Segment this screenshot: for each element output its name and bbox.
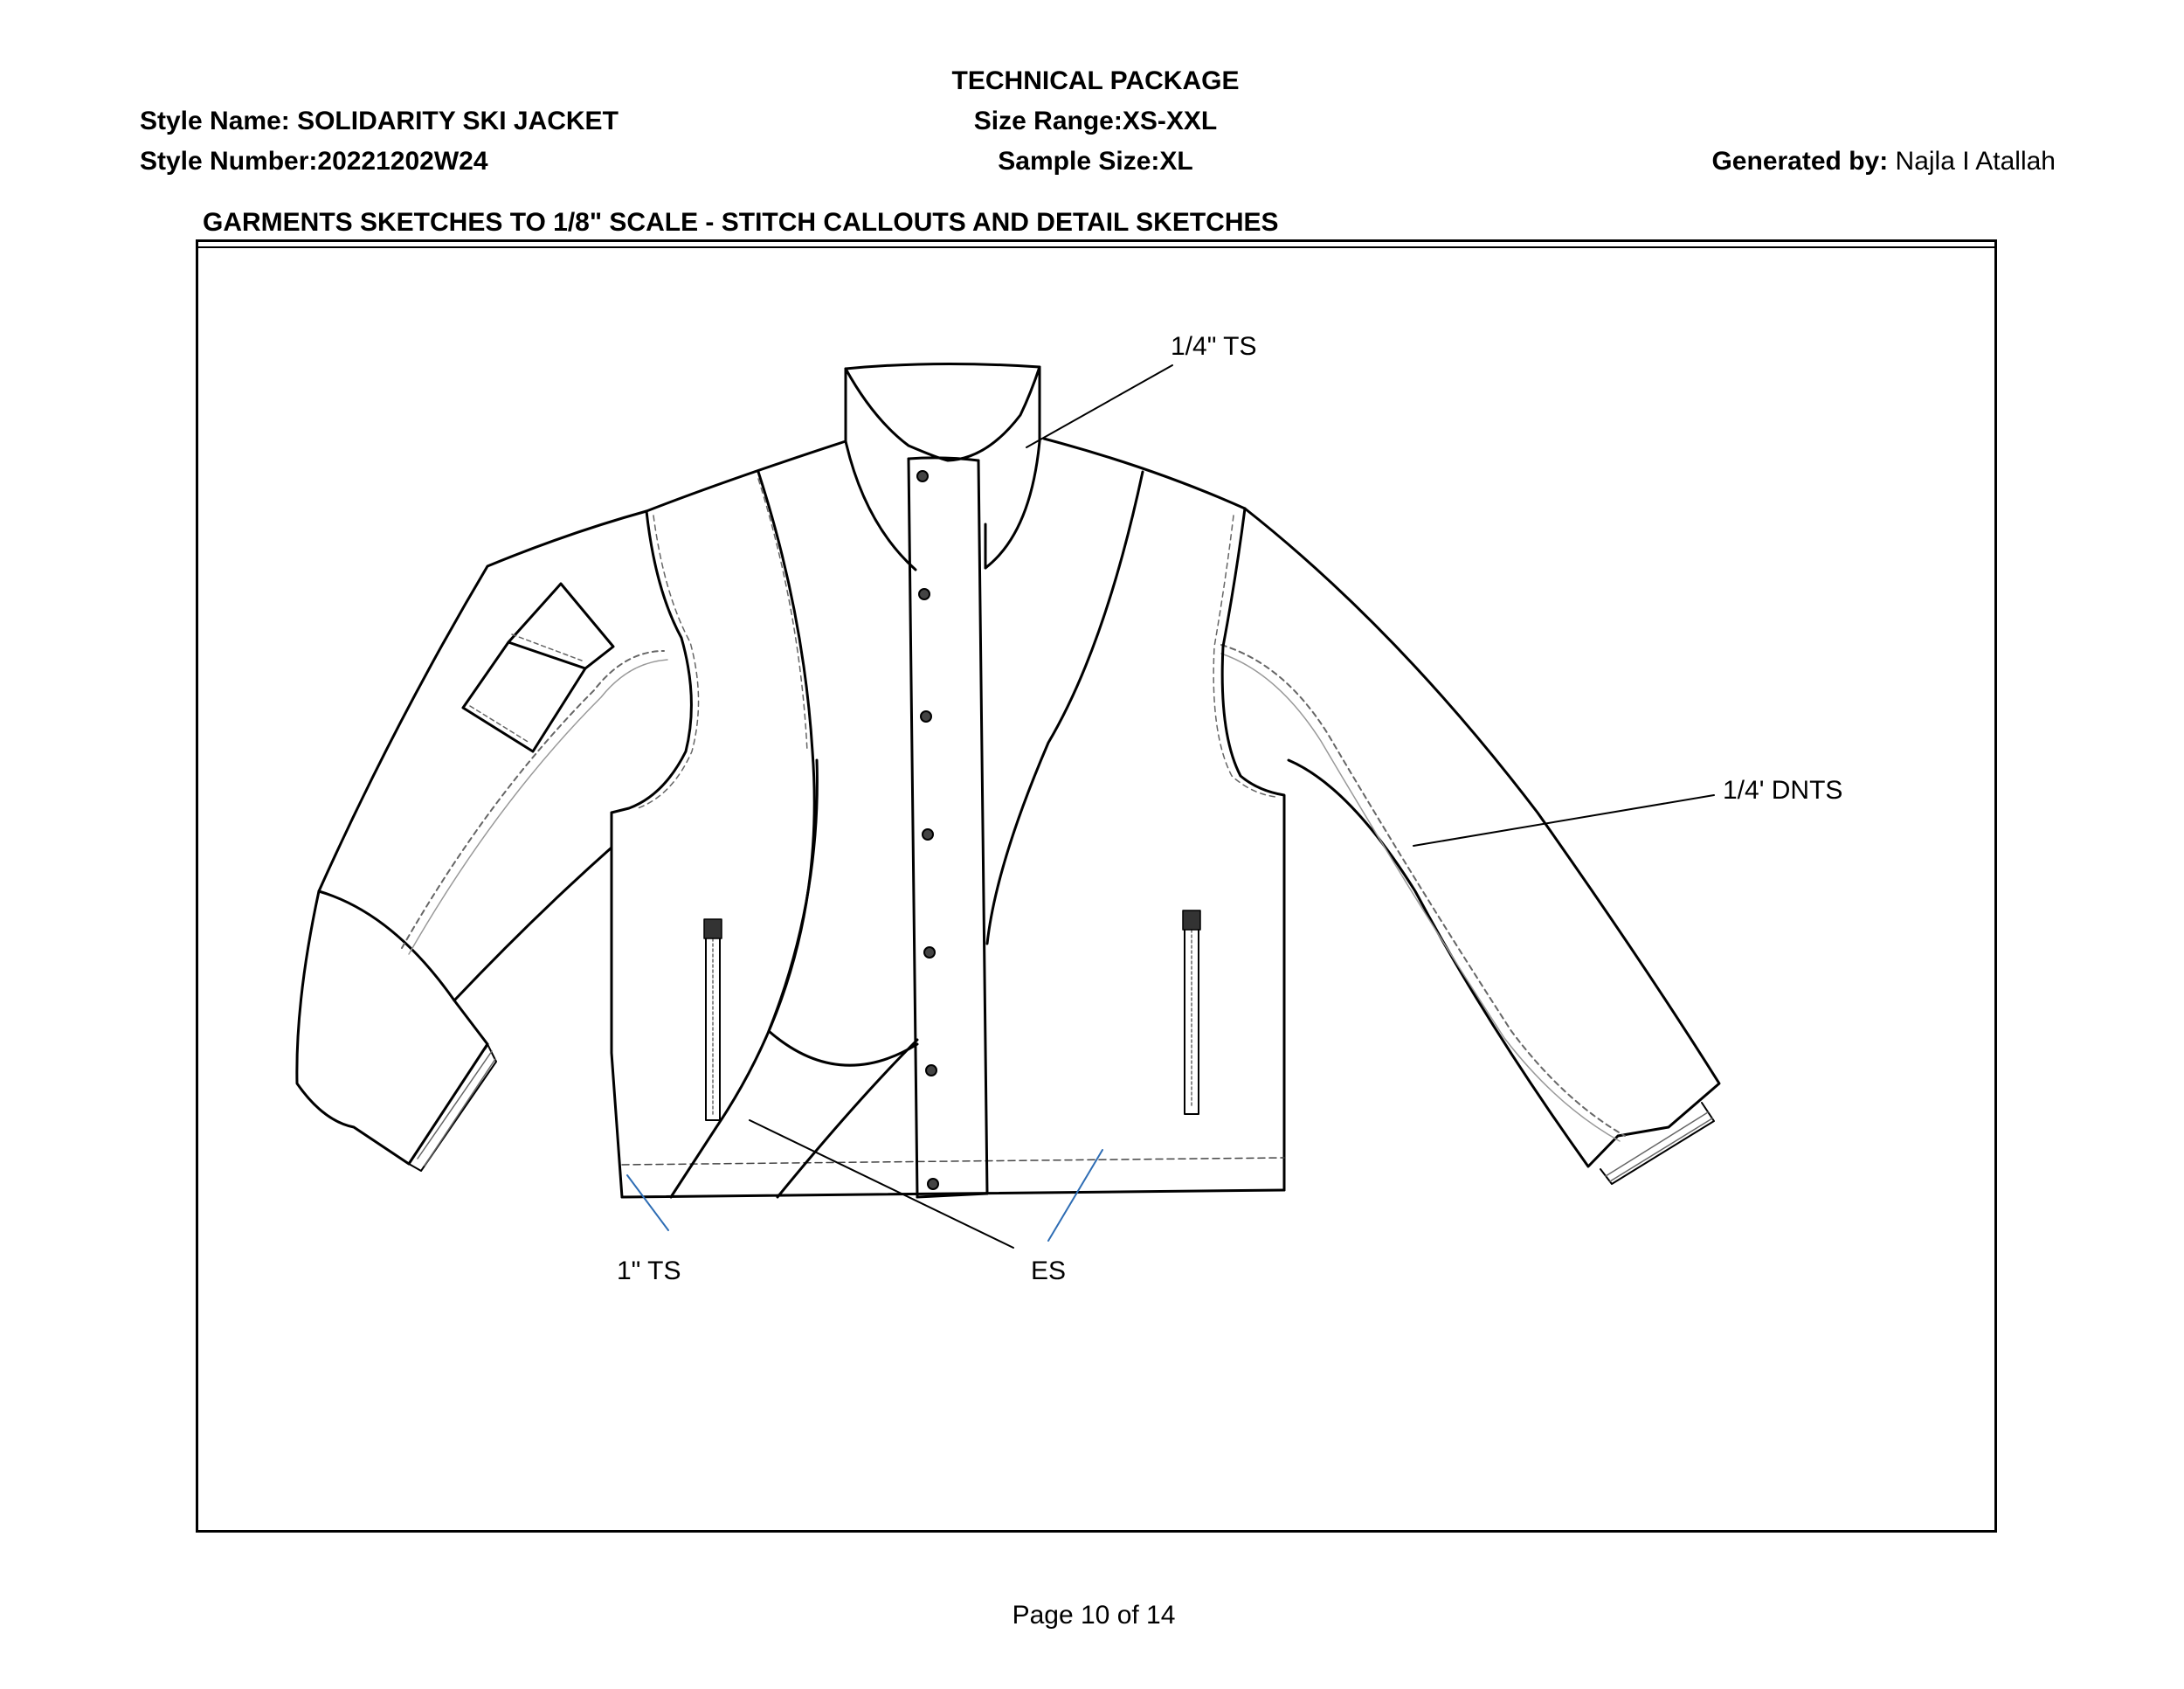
leader-es-black <box>749 1119 1014 1249</box>
callout-sleeve-label: 1/4' DNTS <box>1723 776 1843 805</box>
leader-sleeve <box>1413 794 1715 847</box>
style-name: Style Name: SOLIDARITY SKI JACKET <box>140 107 619 135</box>
right-zip-pocket <box>1182 910 1201 1115</box>
size-range: Size Range:XS-XXL <box>973 107 1218 135</box>
leader-hem <box>626 1174 669 1231</box>
doc-title: TECHNICAL PACKAGE <box>951 66 1240 95</box>
placket-snaps <box>916 470 939 1190</box>
left-sleeve <box>295 509 668 1172</box>
callout-leaders <box>626 364 1715 1249</box>
generated-by: Generated by: Najla I Atallah <box>1711 149 2056 175</box>
front-placket <box>907 456 989 1199</box>
right-sleeve <box>1220 507 1721 1185</box>
left-zip-pocket <box>703 918 722 1121</box>
frame-double-rule <box>196 246 1997 248</box>
sketch-frame <box>196 239 1997 1533</box>
callout-hem-label: 1" TS <box>617 1256 681 1285</box>
generated-by-name: Najla I Atallah <box>1895 147 2056 176</box>
collar <box>844 362 1041 571</box>
leader-collar <box>1026 364 1173 448</box>
jacket-body <box>610 437 1286 1199</box>
page-number: Page 10 of 14 <box>1012 1601 1176 1630</box>
callout-collar-label: 1/4" TS <box>1171 332 1257 361</box>
callout-es-label: ES <box>1031 1256 1067 1285</box>
section-heading: GARMENTS SKETCHES TO 1/8" SCALE - STITCH… <box>203 208 1279 237</box>
style-number: Style Number:20221202W24 <box>140 147 488 176</box>
front-panels <box>669 470 1144 1199</box>
leader-es-blue <box>1047 1149 1103 1242</box>
sample-size: Sample Size:XL <box>998 147 1193 176</box>
generated-by-label: Generated by: <box>1711 147 1889 176</box>
